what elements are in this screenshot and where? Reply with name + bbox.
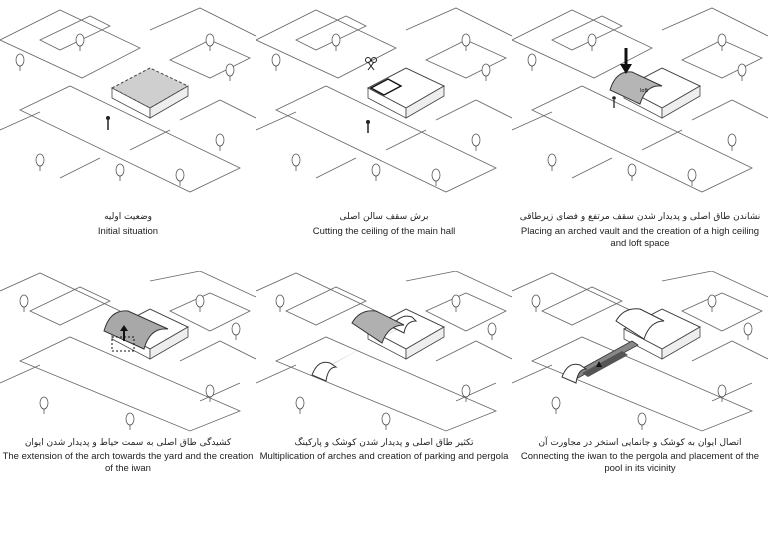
- diagram-initial-situation: [0, 0, 256, 200]
- main-arch: [615, 308, 665, 340]
- down-arrow-icon: [620, 48, 632, 74]
- caption-en: Initial situation: [97, 226, 159, 237]
- caption-fa: تکثیر طاق اصلی و پدیدار شدن کوشک و پارکی…: [294, 438, 474, 448]
- caption-en: The extension of the arch towards the ya…: [2, 451, 254, 474]
- cut-outline: [369, 78, 403, 96]
- caption-fa: برش سقف سالن اصلی: [339, 212, 429, 222]
- caption-fa: اتصال ایوان به کوشک و جانمایی استخر در م…: [538, 438, 742, 448]
- pool: [582, 351, 628, 377]
- diagram-cut-ceiling: [256, 0, 512, 200]
- diagram-arched-vault: loft: [512, 0, 768, 200]
- caption-fa: وضعیت اولیه: [104, 212, 152, 222]
- panel-arched-vault: loft نشاندن طاق اصلی و پدیدار شدن سقف مر…: [512, 0, 768, 271]
- caption-en: Connecting the iwan to the pergola and p…: [520, 451, 760, 474]
- parking-arch: [311, 361, 338, 382]
- loft-tag: loft: [640, 88, 648, 94]
- arrow-icon: [596, 361, 602, 367]
- iwan-outline: [111, 336, 135, 352]
- panel-multiplication: تکثیر طاق اصلی و پدیدار شدن کوشک و پارکی…: [256, 271, 512, 542]
- pergola-arch: [561, 363, 588, 384]
- person-icon: [106, 116, 110, 130]
- caption-en: Multiplication of arches and creation of…: [259, 451, 509, 462]
- scissors-icon: [365, 57, 377, 71]
- caption-en: Cutting the ceiling of the main hall: [312, 226, 456, 237]
- panel-iwan: کشیدگی طاق اصلی به سمت حیاط و پدیدار شدن…: [0, 271, 256, 542]
- diagram-multiplication: [256, 271, 512, 436]
- panel-cut-ceiling: برش سقف سالن اصلی Cutting the ceiling of…: [256, 0, 512, 271]
- diagram-connecting: [512, 271, 768, 436]
- diagram-iwan: [0, 271, 256, 436]
- caption-fa: کشیدگی طاق اصلی به سمت حیاط و پدیدار شدن…: [24, 438, 232, 448]
- up-arrow-icon: [120, 325, 128, 341]
- main-arch: [351, 310, 405, 344]
- person-icon: [366, 120, 370, 133]
- panel-initial-situation: وضعیت اولیه Initial situation: [0, 0, 256, 271]
- extended-arch: [103, 310, 169, 350]
- caption-fa: نشاندن طاق اصلی و پدیدار شدن سقف مرتفع و…: [519, 212, 761, 222]
- caption-en: Placing an arched vault and the creation…: [520, 226, 760, 249]
- panel-connecting: اتصال ایوان به کوشک و جانمایی استخر در م…: [512, 271, 768, 542]
- person-icon: [612, 96, 616, 108]
- arched-vault: [609, 71, 663, 105]
